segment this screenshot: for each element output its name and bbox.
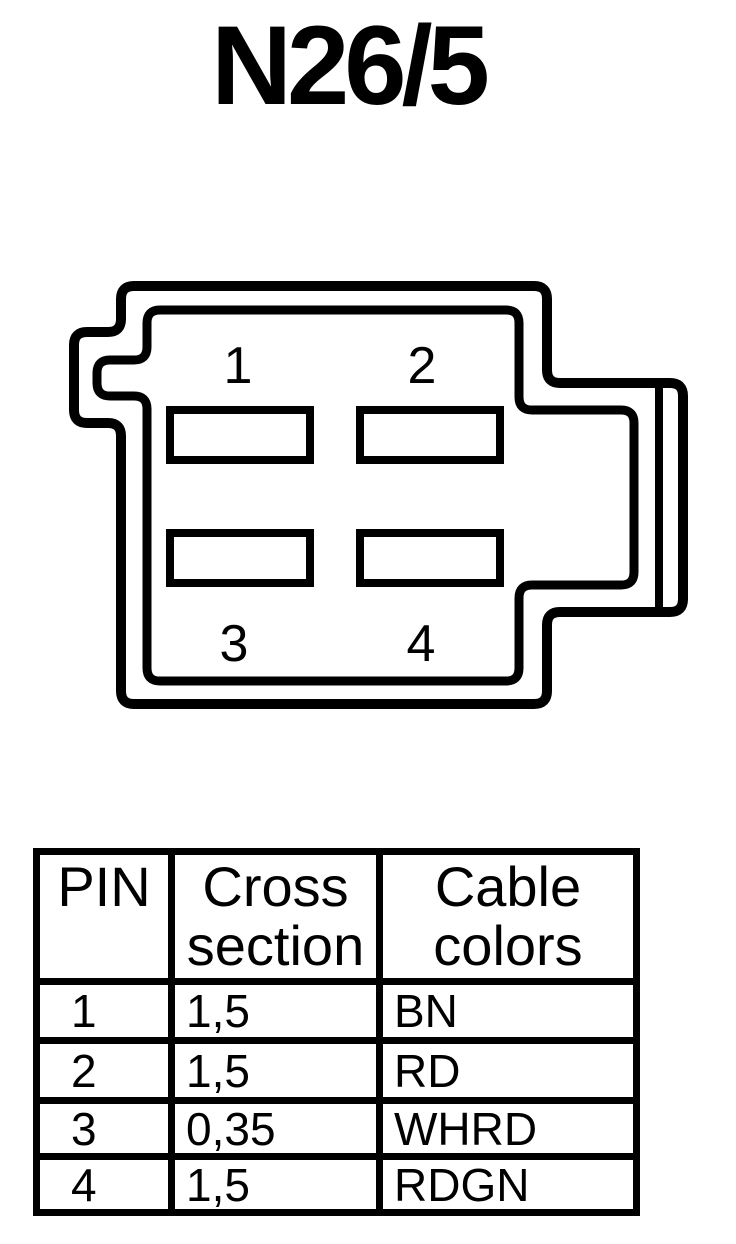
table-row: 3 0,35 WHRD bbox=[33, 1097, 640, 1160]
table-row: 1 1,5 BN bbox=[33, 978, 640, 1044]
cable-color-cell: RDGN bbox=[376, 1153, 640, 1216]
table-header-row: PIN Cross section Cable colors bbox=[33, 848, 640, 985]
page-title: N26/5 bbox=[211, 3, 490, 128]
pin-cell: 3 bbox=[33, 1097, 175, 1160]
cross-section-cell: 0,35 bbox=[168, 1097, 383, 1160]
header-pin: PIN bbox=[33, 848, 175, 985]
cross-section-cell: 1,5 bbox=[168, 978, 383, 1044]
table-row: 2 1,5 RD bbox=[33, 1037, 640, 1104]
pin-cell: 4 bbox=[33, 1153, 175, 1216]
cable-color-cell: WHRD bbox=[376, 1097, 640, 1160]
cross-section-cell: 1,5 bbox=[168, 1153, 383, 1216]
table-row: 4 1,5 RDGN bbox=[33, 1153, 640, 1216]
cable-color-cell: BN bbox=[376, 978, 640, 1044]
cable-color-cell: RD bbox=[376, 1037, 640, 1104]
header-cable-colors: Cable colors bbox=[376, 848, 640, 985]
pin-table: PIN Cross section Cable colors 1 1,5 BN … bbox=[33, 848, 640, 1216]
pin-cell: 1 bbox=[33, 978, 175, 1044]
cross-section-cell: 1,5 bbox=[168, 1037, 383, 1104]
pin-slot-1 bbox=[166, 406, 314, 464]
pin-slot-2 bbox=[356, 406, 504, 464]
pin-number-1: 1 bbox=[224, 337, 253, 395]
pin-cell: 2 bbox=[33, 1037, 175, 1104]
pin-number-4: 4 bbox=[407, 615, 436, 673]
pin-number-3: 3 bbox=[220, 615, 249, 673]
connector-inner-outline bbox=[92, 305, 639, 686]
pin-slot-4 bbox=[356, 529, 504, 587]
pin-slot-3 bbox=[166, 529, 314, 587]
pin-number-2: 2 bbox=[408, 337, 437, 395]
connector-outer-outline bbox=[69, 281, 688, 709]
header-cross-section: Cross section bbox=[168, 848, 383, 985]
